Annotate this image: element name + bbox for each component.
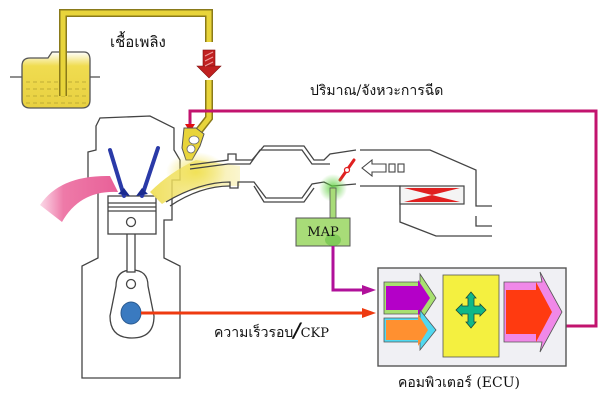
engine-valves (108, 146, 160, 198)
fuel-tank (10, 51, 100, 109)
label-separator: / (293, 318, 301, 342)
air-filter-housing (360, 149, 492, 237)
engine-cylinder (81, 115, 181, 379)
crankshaft-pulley (120, 301, 142, 325)
ecu-input-arrow-ckp-icon (383, 308, 437, 352)
air-flow-arrow-icon (361, 158, 405, 178)
ecu-input-arrow-map-icon (383, 272, 437, 324)
intake-manifold (165, 145, 357, 207)
fuel-flow-arrow-icon (196, 49, 222, 79)
air-filter (399, 185, 465, 205)
fuel-injector (181, 127, 205, 161)
fuel-label: เชื้อเพลิง (110, 33, 166, 51)
exhaust-flow (40, 175, 118, 222)
ecu-box (377, 267, 567, 367)
ecu-output-arrow-icon (503, 271, 563, 353)
map-sensor-label: MAP (307, 225, 339, 240)
map-sensor (295, 174, 351, 247)
processing-icon (455, 291, 487, 329)
ckp-abbreviation: CKP (300, 326, 330, 341)
engine-speed-label: ความเร็วรอบ/CKP (214, 320, 329, 340)
ecu-label: คอมพิวเตอร์ (ECU) (398, 375, 521, 391)
map-signal-line (331, 246, 376, 295)
engine-speed-text: ความเร็วรอบ (214, 325, 294, 341)
throttle-valve (338, 158, 356, 182)
injection-signal-label: ปริมาณ/จังหวะการฉีด (310, 83, 444, 99)
ckp-signal-line (141, 308, 376, 318)
